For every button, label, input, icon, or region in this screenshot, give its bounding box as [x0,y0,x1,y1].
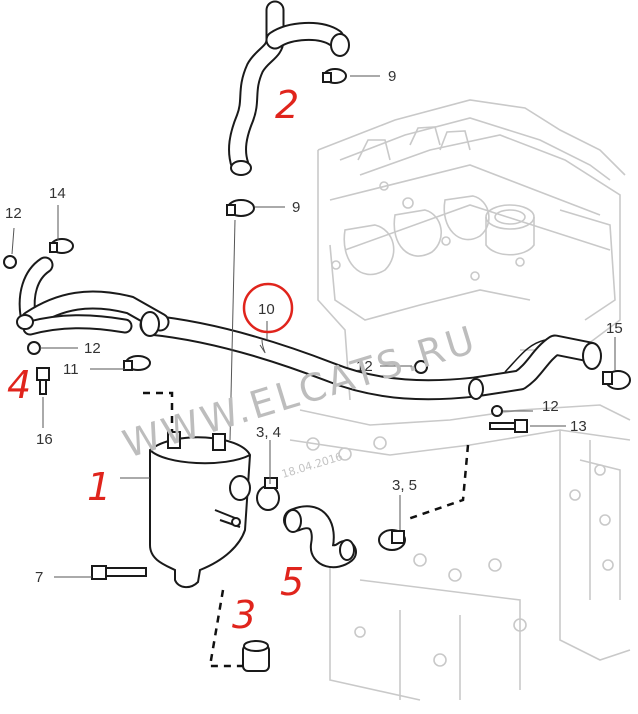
clamp-11 [123,355,151,371]
bolt-7 [91,565,147,580]
callout-14: 14 [49,185,66,202]
bolt-16 [36,367,50,395]
washer-12-center [414,360,428,374]
callout-11: 11 [63,361,79,378]
callout-3-5: 3, 5 [392,477,417,494]
callout-12-right: 12 [542,398,559,415]
callout-10: 10 [258,301,275,318]
engine-block-outline [289,99,631,701]
hose-upper [228,0,350,176]
callout-13: 13 [570,418,587,435]
hose-5 [283,505,357,569]
callout-16: 16 [36,431,53,448]
callout-9-mid: 9 [292,199,300,216]
callout-12-lower: 12 [84,340,101,357]
clamp-3-5 [378,529,406,551]
hose-left-assembly [16,256,170,337]
highlight-circle-10 [242,282,294,334]
clamp-9-top [322,68,347,84]
washer-12-right [491,405,503,417]
clamp-9-mid [226,199,255,217]
leader-lines [11,75,616,578]
annotation-1: 1 [87,465,111,509]
callout-7: 7 [35,569,43,586]
annotation-5: 5 [280,560,304,604]
watermark-date: 18.04.2016 [280,450,344,481]
clamp-15 [602,370,631,390]
callout-15: 15 [606,320,623,337]
callout-12-center: 12 [356,358,373,375]
handwritten-annotations: 2 4 1 5 3 [7,83,304,637]
annotation-3: 3 [232,593,256,637]
callout-12-left: 12 [5,205,22,222]
callout-9-top: 9 [388,68,396,85]
washer-12-left [3,255,17,269]
washer-12-lower [27,341,41,355]
bolt-13 [489,419,528,433]
hose-long-10 [139,314,602,401]
annotation-2: 2 [275,83,299,127]
grommet-3 [242,640,270,672]
callout-labels: 9 9 14 12 12 11 16 10 12 12 13 15 7 3, 4… [5,68,623,586]
connection-lines [143,391,470,668]
clamp-14 [49,238,74,254]
callout-3-4: 3, 4 [256,424,281,441]
oil-separator-1 [149,431,252,588]
clamp-3-4 [256,477,280,511]
annotation-4: 4 [7,363,31,407]
